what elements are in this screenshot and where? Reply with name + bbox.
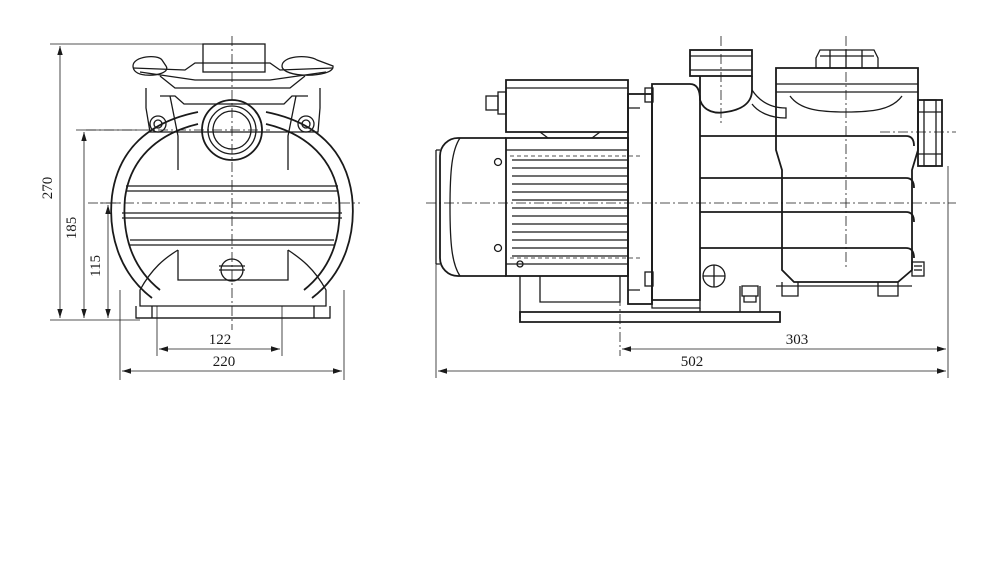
- side-motor-screws: [493, 157, 524, 268]
- dim-label-270: 270: [40, 177, 56, 200]
- side-volute-drain-plug: [702, 264, 726, 288]
- side-view: [426, 36, 956, 356]
- dim-label-122: 122: [209, 332, 232, 348]
- dim-label-502: 502: [681, 354, 704, 370]
- side-tie-rods: [700, 135, 915, 259]
- front-lid-knobs: [132, 55, 334, 89]
- side-motor-end-cap: [435, 137, 506, 277]
- side-motor-body: [505, 137, 629, 277]
- side-inlet-fitting: [917, 99, 943, 167]
- side-lid-knob: [815, 49, 879, 69]
- front-strainer-housing: [145, 88, 321, 170]
- front-view: [86, 36, 360, 330]
- side-outlet-pipe: [689, 49, 787, 119]
- side-pump-volute: [651, 83, 701, 309]
- front-handle-ring: [110, 111, 354, 299]
- side-motor-fins: [512, 159, 628, 257]
- dim-label-220: 220: [213, 354, 236, 370]
- side-terminal-box: [485, 79, 629, 139]
- dim-label-303: 303: [786, 332, 809, 348]
- side-base-foot: [519, 276, 781, 323]
- dim-label-185: 185: [64, 217, 80, 240]
- front-base: [135, 249, 331, 319]
- dim-label-115: 115: [88, 255, 104, 277]
- side-motor-flange: [627, 87, 654, 305]
- front-outlet-pipe: [202, 43, 266, 73]
- side-drain-plug: [911, 261, 925, 277]
- side-dimensions: 303 502: [435, 166, 949, 378]
- side-strainer-housing: [775, 67, 919, 297]
- front-dimensions: 270 185 115 122 220: [40, 43, 345, 380]
